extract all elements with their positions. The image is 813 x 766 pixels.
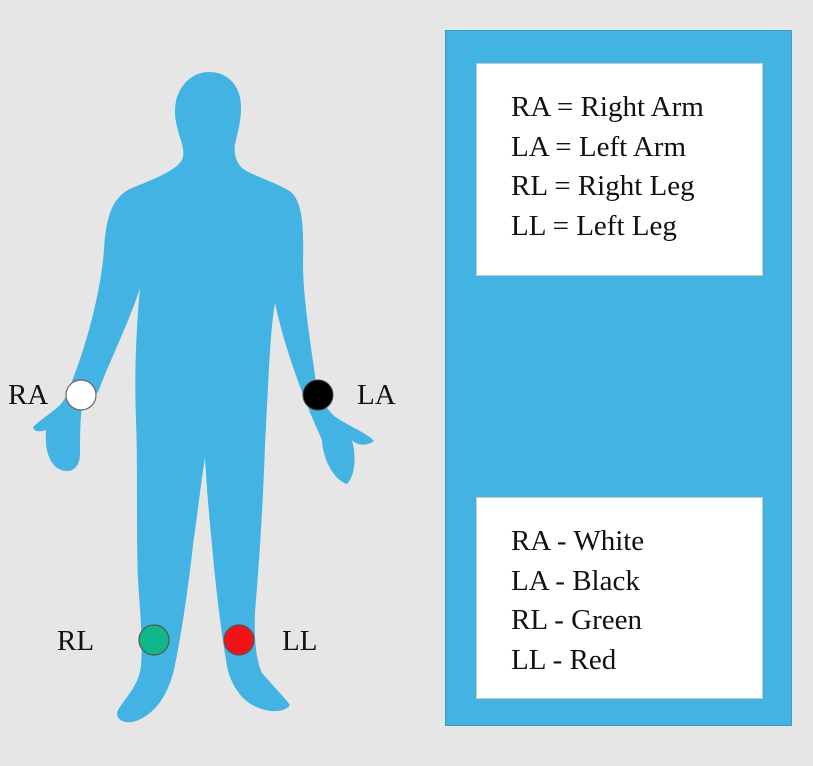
- color-ll: LL - Red: [511, 643, 617, 676]
- electrode-label-rl: RL: [57, 625, 95, 657]
- color-legend: RA - White LA - Black RL - Green LL - Re…: [476, 497, 763, 699]
- electrode-label-ll: LL: [282, 625, 318, 657]
- abbreviation-ra: RA = Right Arm: [511, 91, 704, 123]
- color-la: LA - Black: [511, 564, 640, 597]
- legend-panel: RA = Right Arm LA = Left Arm RL = Right …: [445, 30, 792, 726]
- color-ra: RA - White: [511, 525, 645, 557]
- abbreviation-legend: RA = Right Arm LA = Left Arm RL = Right …: [476, 63, 763, 276]
- electrode-label-ra: RA: [8, 379, 49, 411]
- abbreviation-ll: LL = Left Leg: [511, 209, 677, 242]
- body-silhouette: [33, 72, 374, 723]
- electrode-label-la: LA: [357, 379, 396, 411]
- color-rl: RL - Green: [511, 604, 642, 636]
- abbreviation-rl: RL = Right Leg: [511, 170, 695, 202]
- abbreviation-la: LA = Left Arm: [511, 130, 687, 163]
